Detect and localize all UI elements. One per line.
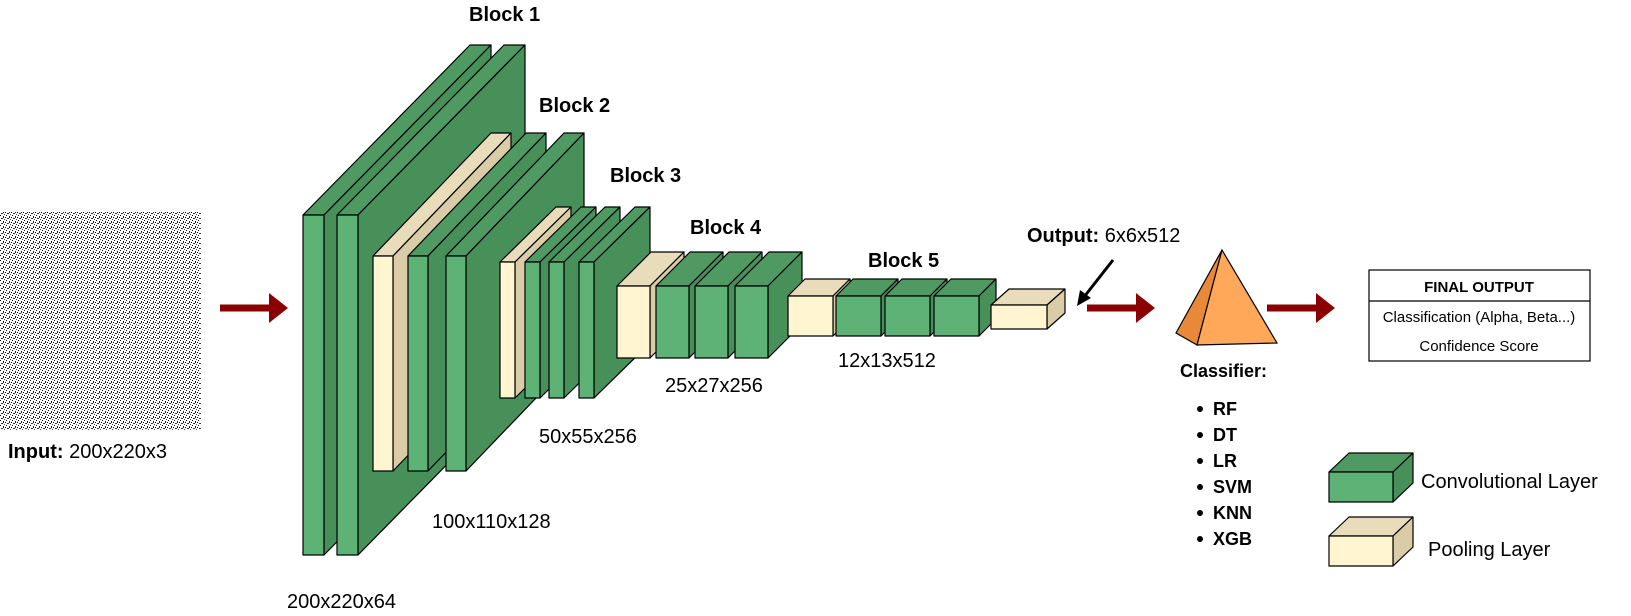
block5-conv-layer-3 <box>933 278 997 337</box>
block3-title: Block 3 <box>610 165 681 187</box>
output-label: Output: 6x6x512 <box>1027 225 1180 247</box>
block3-dims: 50x55x256 <box>539 426 637 448</box>
output-label-bold: Output: <box>1027 225 1099 247</box>
arrows-group <box>220 293 1335 323</box>
block1-title: Block 1 <box>469 4 540 26</box>
legend-conv-cube-icon <box>1328 452 1414 503</box>
final-output-line2: Confidence Score <box>1419 338 1538 355</box>
output-pool-layer <box>990 288 1066 330</box>
bullet-dot <box>1197 406 1203 412</box>
block5-dims: 12x13x512 <box>838 350 936 372</box>
bullet-dot <box>1197 510 1203 516</box>
block1-dims: 200x220x64 <box>287 591 396 613</box>
output-label-value: 6x6x512 <box>1105 225 1181 247</box>
bullet-dot <box>1197 432 1203 438</box>
classifier-item: DT <box>1213 425 1237 445</box>
classifier-item: RF <box>1213 399 1237 419</box>
flow-arrow-output <box>1087 293 1155 323</box>
classifier-item: XGB <box>1213 529 1252 549</box>
block5-title: Block 5 <box>868 250 939 272</box>
block2-title: Block 2 <box>539 95 610 117</box>
final-output-line1: Classification (Alpha, Beta...) <box>1383 309 1576 326</box>
input-image <box>0 212 201 430</box>
final-output-title: FINAL OUTPUT <box>1424 279 1534 296</box>
flow-arrow-classifier <box>1267 293 1335 323</box>
classifier-title: Classifier: <box>1180 361 1267 381</box>
classifier-item: SVM <box>1213 477 1252 497</box>
input-label: Input: 200x220x3 <box>8 441 167 463</box>
block2-dims: 100x110x128 <box>432 511 551 533</box>
bullet-dot <box>1197 458 1203 464</box>
output-pointer-arrow <box>1077 259 1115 306</box>
block4-dims: 25x27x256 <box>665 375 763 397</box>
classifier-item: KNN <box>1213 503 1252 523</box>
classifier-item: LR <box>1213 451 1237 471</box>
input-label-bold: Input: <box>8 441 64 463</box>
bullet-dot <box>1197 536 1203 542</box>
flow-arrow-input <box>220 293 288 323</box>
pyramid-icon <box>1175 248 1279 346</box>
classifier-list: RF DT LR SVM KNN XGB <box>1197 399 1252 549</box>
layers-group <box>302 44 1066 556</box>
legend-conv-label: Convolutional Layer <box>1421 471 1598 493</box>
legend-pool-cube-icon <box>1328 516 1414 567</box>
legend-pool-label: Pooling Layer <box>1428 539 1551 561</box>
final-output-box <box>1368 269 1591 362</box>
block4-title: Block 4 <box>690 217 762 239</box>
input-label-value: 200x220x3 <box>69 441 167 463</box>
bullet-dot <box>1197 484 1203 490</box>
legend <box>1328 452 1414 567</box>
